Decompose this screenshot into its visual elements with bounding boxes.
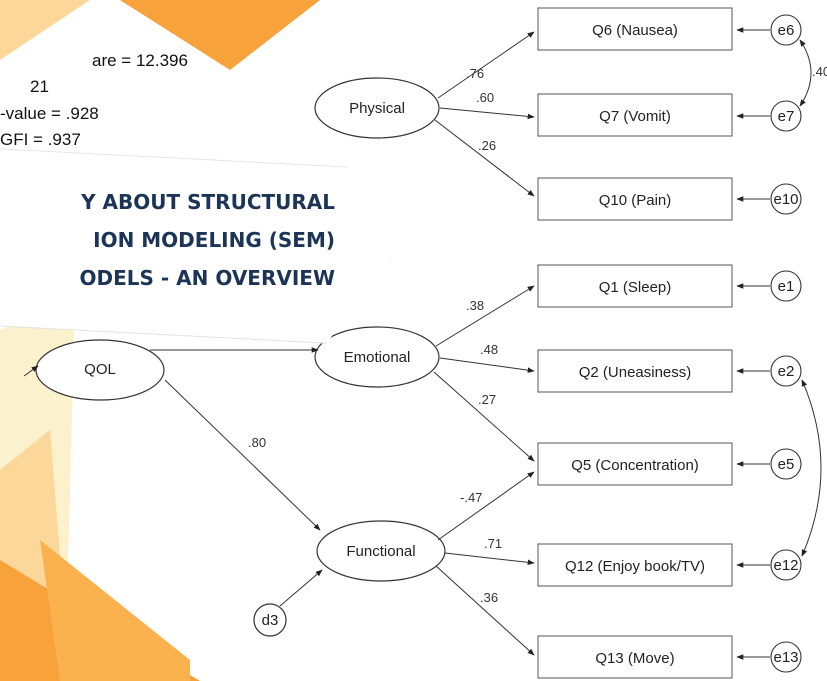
loading-path bbox=[435, 565, 535, 656]
disturbance-d3: d3 bbox=[253, 603, 287, 637]
gfi-stat: GFI = .937 bbox=[0, 130, 81, 149]
svg-text:e10: e10 bbox=[773, 191, 798, 208]
fit-statistics: are = 12.396 21 -value = .928 GFI = .937 bbox=[0, 51, 188, 149]
covariance-e6-e7-value: .40 bbox=[812, 64, 827, 79]
physical-label: Physical bbox=[349, 100, 405, 117]
loading-path bbox=[433, 371, 535, 462]
background-decoration bbox=[0, 0, 320, 681]
error-e13: e13 bbox=[736, 641, 802, 673]
d3-label: d3 bbox=[262, 612, 279, 629]
loading-q2: .48 bbox=[480, 342, 498, 357]
indicator-box: Q2 (Uneasiness) bbox=[537, 349, 733, 393]
p-value-stat: -value = .928 bbox=[0, 104, 99, 123]
indicator-box: Q7 (Vomit) bbox=[537, 93, 733, 137]
svg-text:e6: e6 bbox=[778, 22, 795, 39]
loading-path bbox=[434, 119, 535, 197]
item-q12-label: Q12 (Enjoy book/TV) bbox=[565, 558, 705, 575]
svg-text:e7: e7 bbox=[778, 108, 795, 125]
loading-q13: .36 bbox=[480, 590, 498, 605]
item-q2-label: Q2 (Uneasiness) bbox=[579, 364, 692, 381]
error-e1: e1 bbox=[736, 270, 802, 302]
functional-label: Functional bbox=[346, 543, 415, 560]
indicator-box: Q12 (Enjoy book/TV) bbox=[537, 543, 733, 587]
loading-path bbox=[439, 357, 535, 373]
item-q5-label: Q5 (Concentration) bbox=[571, 457, 699, 474]
title-line-3: ODELS - AN OVERVIEW bbox=[79, 266, 335, 290]
latent-functional: Functional bbox=[316, 520, 446, 582]
item-q13-label: Q13 (Move) bbox=[595, 650, 674, 667]
error-e5: e5 bbox=[736, 448, 802, 480]
covariance-e6-e7 bbox=[799, 39, 812, 107]
df-stat: 21 bbox=[30, 77, 49, 96]
qol-incoming-path bbox=[23, 365, 39, 377]
d3-path bbox=[279, 569, 323, 607]
loading-path bbox=[437, 31, 535, 99]
qol-label: QOL bbox=[84, 361, 116, 378]
page-title: Y ABOUT STRUCTURAL ION MODELING (SEM) OD… bbox=[0, 183, 335, 297]
item-q7-label: Q7 (Vomit) bbox=[599, 108, 671, 125]
covariance-e2-e12 bbox=[801, 379, 822, 557]
svg-text:e13: e13 bbox=[773, 649, 798, 666]
latent-physical: Physical bbox=[314, 77, 440, 139]
svg-text:e1: e1 bbox=[778, 278, 795, 295]
loading-path bbox=[439, 107, 535, 120]
error-e10: e10 bbox=[736, 183, 802, 215]
indicator-box: Q10 (Pain) bbox=[537, 177, 733, 221]
svg-text:e5: e5 bbox=[778, 456, 795, 473]
title-line-2: ION MODELING (SEM) bbox=[93, 228, 335, 252]
loading-q10: .26 bbox=[478, 138, 496, 153]
loading-path bbox=[444, 552, 535, 566]
error-e6: e6 bbox=[736, 14, 802, 46]
loading-path bbox=[435, 285, 535, 347]
svg-text:e12: e12 bbox=[773, 557, 798, 574]
loading-q12: .71 bbox=[484, 536, 502, 551]
qol-functional-coef: .80 bbox=[248, 435, 266, 450]
latent-emotional: Emotional bbox=[314, 326, 440, 388]
chi-square-stat: are = 12.396 bbox=[92, 51, 188, 70]
emotional-label: Emotional bbox=[344, 349, 411, 366]
error-e12: e12 bbox=[736, 549, 802, 581]
indicator-box: Q5 (Concentration) bbox=[537, 442, 733, 486]
qol-functional-path bbox=[164, 379, 321, 531]
error-e7: e7 bbox=[736, 100, 802, 132]
loading-q6: .76 bbox=[466, 66, 484, 81]
indicator-box: Q13 (Move) bbox=[537, 635, 733, 679]
error-e2: e2 bbox=[736, 355, 802, 387]
loading-path bbox=[437, 471, 535, 541]
indicator-box: Q6 (Nausea) bbox=[537, 7, 733, 51]
item-q10-label: Q10 (Pain) bbox=[599, 192, 672, 209]
loading-q5-functional: -.47 bbox=[460, 490, 482, 505]
svg-text:e2: e2 bbox=[778, 363, 795, 380]
title-line-1: Y ABOUT STRUCTURAL bbox=[81, 190, 335, 214]
item-q6-label: Q6 (Nausea) bbox=[592, 22, 678, 39]
loading-q5: .27 bbox=[478, 392, 496, 407]
item-q1-label: Q1 (Sleep) bbox=[599, 279, 672, 296]
loading-q1: .38 bbox=[466, 298, 484, 313]
indicator-box: Q1 (Sleep) bbox=[537, 264, 733, 308]
loading-q7: .60 bbox=[476, 90, 494, 105]
